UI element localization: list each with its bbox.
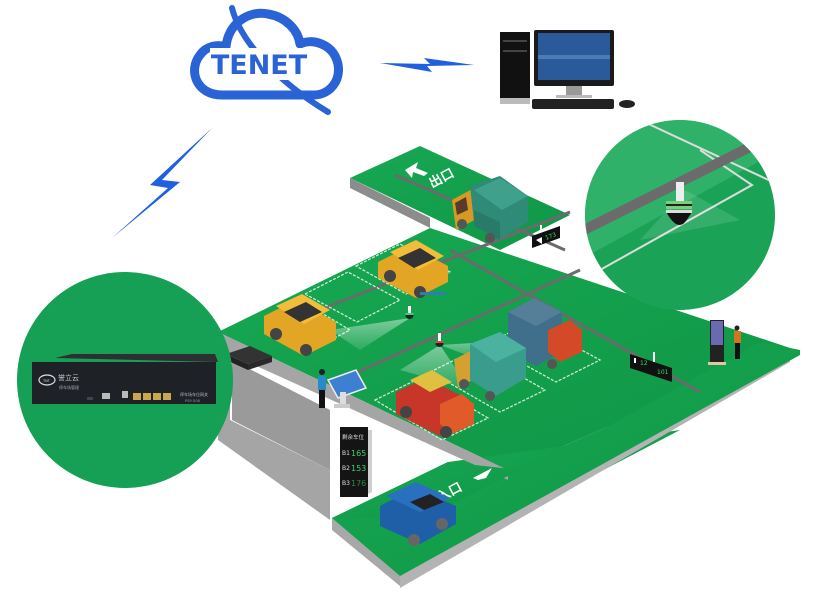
lane-sign-value: 173 — [544, 231, 557, 242]
cloud-logo-text: TENET — [211, 50, 308, 81]
pc-tower — [500, 32, 530, 104]
vehicle-pickup — [396, 370, 474, 438]
cloud-logo: TENET — [190, 5, 343, 115]
guidance-screen: 剩余车位 B1 165 B2 153 B3 176 — [340, 427, 372, 497]
sensor-beam — [400, 345, 470, 390]
gateway-brand: 誉立云 — [58, 373, 79, 382]
guidance-row: B1 165 — [342, 449, 366, 458]
gateway-model-text: 停车场车位网关 — [180, 391, 208, 397]
camera-zoom-callout — [585, 120, 775, 310]
zone-value: 153 — [351, 464, 366, 473]
zone-label: B1 — [342, 450, 350, 457]
space-sensor-icon — [435, 333, 444, 347]
gateway-zoom-callout: TNT 誉立云 停车场管理 停车场车位网关 PS9 G08 — [17, 272, 233, 488]
wireless-bolt-icon — [112, 128, 212, 238]
lane-sign-right-value: 101 — [657, 369, 669, 376]
parking-gateway-device: TNT 誉立云 停车场管理 停车场车位网关 PS9 G08 — [32, 354, 218, 404]
ethernet-port-icon — [163, 393, 171, 400]
pc-mouse — [619, 100, 635, 108]
entrance-arrow-icon — [473, 468, 492, 480]
query-terminal — [318, 369, 368, 408]
guidance-row: B3 176 — [342, 479, 366, 488]
lane-guidance-sign: 12 101 — [630, 352, 672, 382]
guidance-screen-title: 剩余车位 — [342, 433, 365, 441]
svg-text:TNT: TNT — [42, 379, 51, 383]
usb-port-icon — [122, 391, 128, 398]
lane-sign-left-value: 12 — [640, 360, 648, 367]
dome-camera-icon — [666, 182, 692, 225]
ethernet-port-icon — [102, 393, 110, 399]
lane-guidance-sign: 173 — [532, 225, 560, 248]
gateway-model-code: PS9 G08 — [185, 399, 200, 403]
zone-value: 176 — [351, 479, 366, 488]
ethernet-port-icon — [133, 393, 141, 400]
pc-keyboard — [532, 99, 614, 109]
zone-label: B3 — [342, 480, 350, 487]
reverse-search-kiosk — [708, 320, 741, 365]
space-sensor-icon — [405, 306, 414, 319]
sensor-beam — [330, 318, 410, 350]
rail — [344, 268, 581, 380]
person-icon — [734, 325, 741, 359]
parking-spaces-upper — [263, 243, 452, 349]
vehicle-jeep — [380, 482, 456, 546]
zone-value: 165 — [351, 449, 366, 458]
exit-arrow-icon — [405, 162, 428, 178]
vehicle-jeep — [264, 294, 336, 356]
vehicle-truck — [454, 332, 526, 401]
zone-label: B2 — [342, 465, 350, 472]
gateway-subtitle: 停车场管理 — [59, 384, 79, 390]
ethernet-port-icon — [153, 393, 161, 400]
vehicle-jeep — [378, 240, 448, 298]
gateway-cloud-logo-icon: TNT — [38, 374, 56, 386]
slab-side — [218, 332, 508, 520]
cloud-text-bg — [210, 48, 308, 80]
management-computer — [500, 30, 635, 109]
cloud-outline — [190, 8, 343, 100]
ethernet-port-icon — [143, 393, 151, 400]
arrow-left-icon — [536, 237, 542, 244]
vehicle-truck — [452, 176, 528, 243]
wireless-bolt-icon — [380, 58, 474, 72]
guidance-row: B2 153 — [342, 464, 366, 473]
person-icon — [318, 369, 326, 408]
gateway-on-site — [226, 346, 272, 370]
arrow-up-icon — [634, 358, 636, 363]
